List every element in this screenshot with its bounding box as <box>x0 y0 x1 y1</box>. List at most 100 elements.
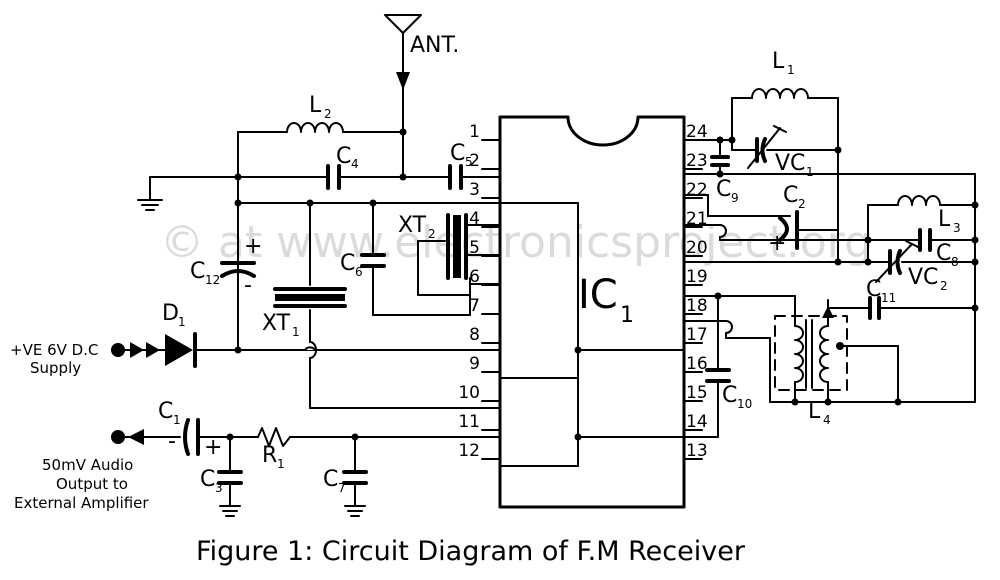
ic1-pin-label: 23 <box>686 151 708 171</box>
ic1-pin-label: 13 <box>686 441 708 461</box>
ic1-pin-label: 15 <box>686 383 708 403</box>
ic1-pin-label: 16 <box>686 354 708 374</box>
xt2-label: XT <box>398 213 427 238</box>
supply-label-line2: Supply <box>30 359 81 377</box>
l2-label: L <box>309 93 322 118</box>
c7-label: C <box>323 467 338 492</box>
c2-label: C <box>783 183 798 208</box>
vc1-sub: 1 <box>806 165 814 179</box>
c6-sub: 6 <box>355 265 363 279</box>
capacitor-c12: + - C 12 <box>190 234 262 298</box>
junction-dot <box>894 398 902 406</box>
xt1-sub: 1 <box>292 325 300 339</box>
ic1-pin-label: 24 <box>686 122 708 142</box>
ic1-pin-label: 4 <box>469 209 480 229</box>
ic1-pin-label: 8 <box>469 325 480 345</box>
capacitor-c1: C 1 + - <box>111 399 259 460</box>
junction-dot <box>716 136 724 144</box>
capacitor-c11: C 11 <box>827 277 976 320</box>
c9-sub: 9 <box>731 191 739 205</box>
variable-capacitor-vc1: VC 1 <box>731 125 839 179</box>
l4-sub: 4 <box>823 413 831 427</box>
c12-minus: - <box>244 273 252 298</box>
ic1-pin-label: 10 <box>458 383 480 403</box>
capacitor-c5: C 5 <box>448 141 501 190</box>
ic1-pin-label: 2 <box>469 151 480 171</box>
ic1-pin-label: 11 <box>458 412 480 432</box>
c9-label: C <box>716 177 731 202</box>
supply-label-line1: +VE 6V D.C <box>10 341 98 359</box>
r1-sub: 1 <box>277 457 285 471</box>
c10-label: C <box>722 383 737 408</box>
c7-sub: 7 <box>338 481 346 495</box>
junction-dot <box>234 346 242 354</box>
crystal-xt1: XT 1 <box>262 202 501 409</box>
vc1-label: VC <box>775 151 805 176</box>
c8-label: C <box>936 241 951 266</box>
inductor-l1: L 1 <box>683 49 839 263</box>
antenna: ANT. <box>384 14 459 133</box>
l1-sub: 1 <box>787 63 795 77</box>
junction-dot <box>234 173 242 181</box>
capacitor-c7: C 7 <box>323 436 368 517</box>
c4-label: C <box>336 144 351 169</box>
diode-d1: D 1 +VE 6V D.C Supply <box>10 301 501 377</box>
c5-sub: 5 <box>465 155 473 169</box>
ic1-pin-label: 20 <box>686 238 708 258</box>
d1-label: D <box>162 301 179 326</box>
junction-dot <box>234 199 242 207</box>
c12-sub: 12 <box>205 273 220 287</box>
c4-sub: 4 <box>351 157 359 171</box>
ic1-pin-label: 12 <box>458 441 480 461</box>
capacitor-c2: C 2 + <box>683 183 839 256</box>
resistor-r1: R 1 <box>257 427 501 471</box>
ic1-sub: 1 <box>620 303 634 328</box>
capacitor-c9: C 9 <box>683 139 976 403</box>
crystal-xt2: XT 2 <box>398 213 501 316</box>
capacitor-c3: C 3 <box>200 436 243 517</box>
junction-dot <box>791 398 799 406</box>
l2-sub: 2 <box>324 107 332 121</box>
ic1-pin-label: 9 <box>469 354 480 374</box>
ic1-pin-label: 3 <box>469 180 480 200</box>
ic1-label: IC <box>578 272 618 318</box>
c10-sub: 10 <box>737 397 752 411</box>
xt1-label: XT <box>262 311 291 336</box>
l4-label: L <box>808 399 821 424</box>
c12-plus: + <box>244 234 262 259</box>
inductor-l2: L 2 <box>237 93 404 133</box>
junction-dot <box>971 258 979 266</box>
c5-label: C <box>450 141 465 166</box>
junction-dot <box>716 170 724 178</box>
l3-sub: 3 <box>953 221 961 235</box>
c11-label: C <box>866 277 881 302</box>
d1-sub: 1 <box>178 315 186 329</box>
vc2-label: VC <box>908 265 938 290</box>
c1-sub: 1 <box>173 413 181 427</box>
xt2-sub: 2 <box>428 227 436 241</box>
c1-plus: + <box>204 435 222 460</box>
watermark-text: © at www.electronicsproject.org <box>160 217 872 268</box>
capacitor-c6: C 6 <box>340 202 471 316</box>
antenna-label: ANT. <box>410 33 459 58</box>
variable-capacitor-vc2: VC 2 <box>683 240 976 293</box>
ic1-pin-label: 1 <box>469 122 480 142</box>
junction-dot <box>971 201 979 209</box>
junction-dot <box>824 398 832 406</box>
junction-dot <box>971 236 979 244</box>
c1-label: C <box>158 399 173 424</box>
output-label: 50mV Audio Output to External Amplifier <box>14 456 149 512</box>
ground-symbol <box>137 176 163 211</box>
c6-label: C <box>340 251 355 276</box>
ic1-pin-label: 19 <box>686 267 708 287</box>
c11-sub: 11 <box>881 291 896 305</box>
junction-dot <box>834 258 842 266</box>
inductor-l3: L 3 <box>867 195 976 263</box>
junction-dot <box>834 146 842 154</box>
capacitor-c8: C 8 <box>867 228 976 269</box>
capacitor-c10: C 10 <box>683 295 752 438</box>
junction-dot <box>971 304 979 312</box>
